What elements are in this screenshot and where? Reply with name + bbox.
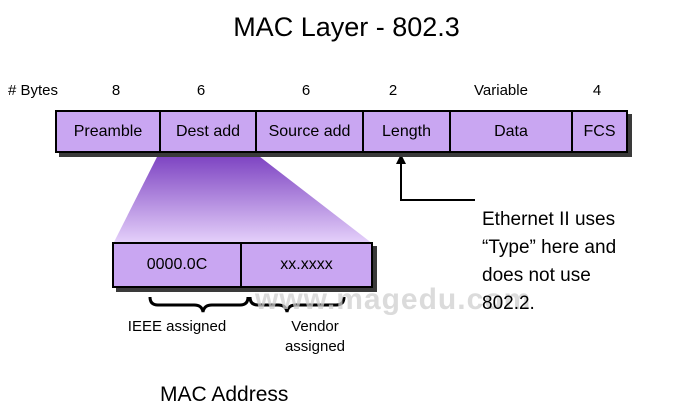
diagram-title: MAC Layer - 802.3 <box>233 12 460 42</box>
field-dest-add: Dest add <box>161 112 257 151</box>
note-line-1: Ethernet II uses <box>482 209 616 230</box>
ieee-assigned-label: IEEE assigned <box>127 318 227 335</box>
arrow-head <box>396 154 406 164</box>
mac-oui-part: 0000.0C <box>114 244 242 286</box>
ethernet-ii-note: Ethernet II uses “Type” here and does no… <box>482 206 682 318</box>
mac-vendor-part: xx.xxxx <box>280 256 333 273</box>
field-preamble: Preamble <box>57 112 161 151</box>
watermark: www.magedu.com <box>255 283 532 316</box>
field-data: Data <box>451 112 573 151</box>
note-line-4: 802.2. <box>482 293 535 314</box>
byte-count-length: 2 <box>388 82 398 99</box>
length-pointer-arrow <box>400 160 475 201</box>
bytes-label: # Bytes <box>8 82 59 99</box>
note-line-2: “Type” here and <box>482 237 617 258</box>
dest-address-expansion <box>113 153 373 244</box>
byte-count-preamble: 8 <box>111 82 121 99</box>
ethernet-frame: Preamble Dest add Source add Length Data… <box>55 110 628 153</box>
mac-address-title: MAC Address <box>160 383 289 406</box>
field-fcs: FCS <box>583 122 616 140</box>
vendor-brace <box>248 296 346 313</box>
ieee-brace <box>148 296 250 313</box>
note-line-3: does not use <box>482 265 591 286</box>
mac-address-box: 0000.0C xx.xxxx <box>112 242 373 288</box>
vendor-label-line1: Vendor <box>291 318 339 335</box>
byte-count-source: 6 <box>301 82 311 99</box>
field-length: Length <box>364 112 451 151</box>
byte-count-dest: 6 <box>196 82 206 99</box>
byte-count-data: Variable <box>474 82 528 99</box>
byte-count-fcs: 4 <box>592 82 602 99</box>
vendor-label-line2: assigned <box>284 338 346 355</box>
field-source-add: Source add <box>257 112 364 151</box>
